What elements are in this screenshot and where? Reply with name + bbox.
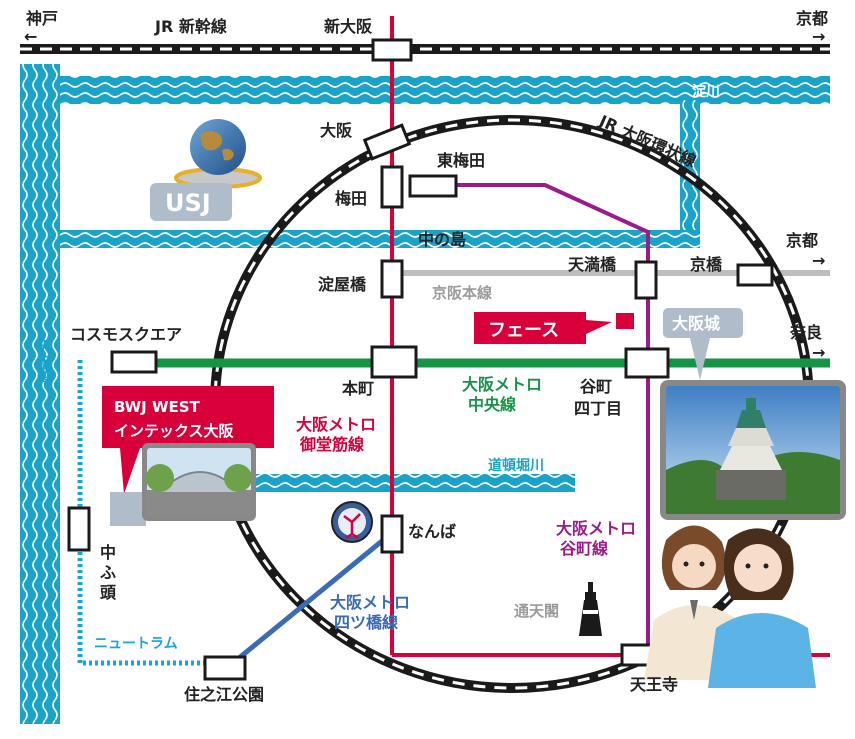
osaka-castle-badge bbox=[663, 308, 743, 338]
label-nakafuto-1: 中 bbox=[100, 543, 116, 562]
label-nakafuto-2: ふ bbox=[100, 563, 116, 582]
label-bwj-1: BWJ WEST bbox=[114, 398, 201, 416]
label-suminoe: 住之江公園 bbox=[184, 685, 264, 704]
label-chuo-line-2: 中央線 bbox=[468, 395, 516, 414]
station-osaka bbox=[362, 123, 412, 161]
dojima-river bbox=[60, 230, 700, 248]
label-usj: USJ bbox=[165, 189, 211, 217]
label-dotonbori: 道頓堀川 bbox=[488, 457, 544, 474]
station-cosmo-square bbox=[110, 350, 158, 374]
label-yodogawa: 淀川 bbox=[692, 83, 720, 100]
label-midosuji-line-2: 御堂筋線 bbox=[299, 435, 364, 454]
label-tanimachi4-2: 四丁目 bbox=[574, 399, 622, 418]
rivers bbox=[20, 64, 830, 724]
label-jr-shinkansen: JR 新幹線 bbox=[154, 17, 227, 36]
station-honmachi bbox=[370, 345, 418, 379]
svg-text:大阪湾: 大阪湾 bbox=[35, 339, 53, 386]
osaka-bay-water bbox=[20, 64, 60, 724]
label-newtram: ニュートラム bbox=[94, 636, 178, 652]
label-keihan-line: 京阪本線 bbox=[432, 284, 492, 302]
glico-sign-icon bbox=[331, 501, 373, 543]
station-yodoyabashi bbox=[380, 259, 404, 299]
river-east-branch bbox=[680, 100, 700, 230]
label-kyobashi: 京橋 bbox=[690, 255, 723, 274]
station-namba bbox=[380, 514, 404, 554]
label-tsutenkaku: 通天閣 bbox=[514, 602, 559, 620]
stations bbox=[67, 38, 774, 681]
label-tennoji: 天王寺 bbox=[630, 675, 678, 694]
guide-women-illustration bbox=[644, 525, 816, 688]
label-nara: 奈良 bbox=[789, 323, 822, 342]
yotsubashi-line bbox=[226, 530, 395, 669]
yodogawa-river bbox=[20, 76, 830, 104]
osaka-castle-photo bbox=[660, 380, 846, 520]
label-umeda: 梅田 bbox=[335, 189, 367, 208]
label-higashi-umeda: 東梅田 bbox=[437, 151, 485, 170]
station-tenmabashi bbox=[634, 260, 658, 300]
label-midosuji-line-1: 大阪メトロ bbox=[296, 415, 376, 434]
tanimachi-line bbox=[430, 183, 650, 655]
label-tanimachi4-1: 谷町 bbox=[580, 377, 612, 396]
shinkansen-line bbox=[20, 44, 830, 54]
arrow-right-nara: → bbox=[812, 343, 825, 362]
label-tenmabashi: 天満橋 bbox=[568, 255, 617, 274]
label-face: フェース bbox=[488, 320, 559, 341]
station-suminoe bbox=[203, 655, 247, 681]
label-honmachi: 本町 bbox=[342, 379, 374, 398]
intex-photo bbox=[142, 443, 256, 521]
label-kyoto-top: 京都 bbox=[796, 9, 828, 28]
label-nakafuto-3: 頭 bbox=[100, 583, 117, 602]
label-kobe: 神戸 bbox=[26, 9, 58, 28]
label-nakanoshima: 中の島 bbox=[418, 230, 466, 249]
label-osaka: 大阪 bbox=[320, 121, 353, 140]
label-cosmo-square: コスモスクエア bbox=[70, 325, 182, 344]
label-yotsubashi-line-2: 四ツ橋線 bbox=[334, 613, 398, 632]
label-shin-osaka: 新大阪 bbox=[324, 17, 373, 36]
station-tanimachi4 bbox=[624, 347, 670, 379]
usj-globe-icon bbox=[174, 119, 262, 189]
label-namba: なんば bbox=[408, 522, 456, 541]
label-yotsubashi-line-1: 大阪メトロ bbox=[330, 593, 410, 612]
newtram-line bbox=[77, 360, 215, 666]
station-shin-osaka bbox=[371, 38, 413, 62]
label-tanimachi-line-1: 大阪メトロ bbox=[556, 519, 636, 538]
tsutenkaku-tower-icon bbox=[579, 582, 602, 636]
label-yodoyabashi: 淀屋橋 bbox=[318, 275, 367, 294]
station-umeda bbox=[380, 165, 404, 209]
station-nakafuto bbox=[67, 506, 91, 552]
station-kyobashi bbox=[736, 263, 774, 287]
label-tanimachi-line-2: 谷町線 bbox=[560, 539, 608, 558]
label-osaka-bay: 大阪湾 bbox=[35, 339, 53, 386]
arrow-right-kyoto-top: → bbox=[812, 27, 825, 46]
station-higashi-umeda bbox=[408, 174, 458, 198]
label-osaka-castle: 大阪城 bbox=[672, 314, 720, 333]
face-callout bbox=[474, 312, 586, 344]
intex-marker bbox=[110, 492, 146, 526]
label-chuo-line-1: 大阪メトロ bbox=[462, 375, 542, 394]
label-bwj-2: インテックス大阪 bbox=[114, 422, 235, 440]
arrow-left-kobe: ← bbox=[24, 27, 37, 46]
dotonbori-river bbox=[255, 474, 575, 492]
usj-badge bbox=[150, 183, 232, 221]
arrow-right-kyoto: → bbox=[812, 251, 825, 270]
label-kyoto-right: 京都 bbox=[786, 231, 818, 250]
face-marker bbox=[616, 313, 634, 329]
bwj-callout bbox=[102, 386, 274, 448]
